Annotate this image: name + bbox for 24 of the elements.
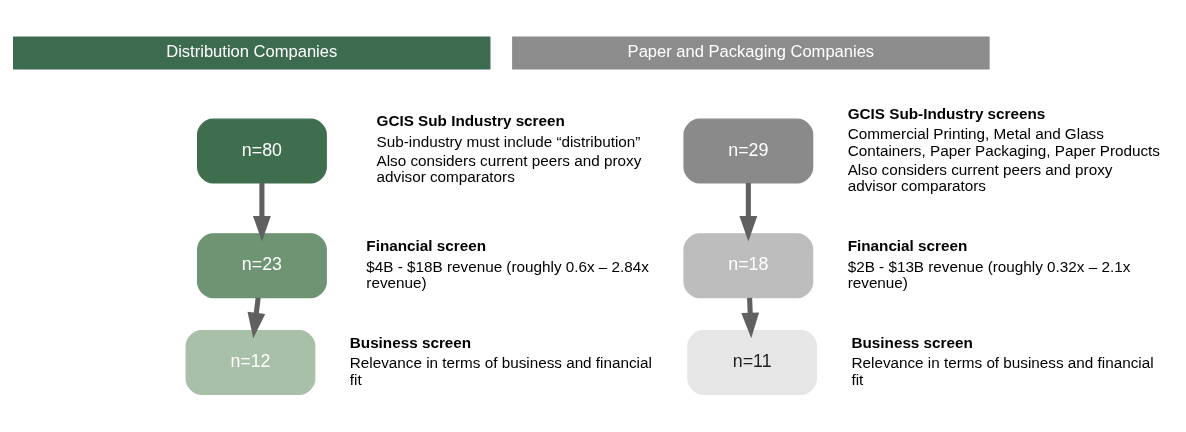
node-label: Financial screen [847,237,968,255]
node-box: n=23 [197,233,327,299]
node-label: Commercial Printing, Metal and Glass Containers, Paper Packaging, Paper Products [847,125,1160,159]
node-box: n=18 [683,233,814,299]
node-label: Relevance in terms of business and financial fit [349,354,652,388]
node-box: Distribution Companies [13,36,491,70]
node-box: n=29 [683,118,814,184]
node-label: Sub-industry must include “distribution” [376,132,641,150]
node-label: $2B - $13B revenue (roughly 0.32x – 2.1x revenue) [847,257,1131,292]
node-label: $4B - $18B revenue (roughly 0.6x – 2.84x revenue) [366,257,649,292]
arrow [739,182,758,242]
node-label: GCIS Sub Industry screen [376,112,565,130]
node-box: n=80 [197,118,327,184]
node-label: Also considers current peers and proxy advisor comparators [376,151,642,186]
node-label: Financial screen [366,237,486,255]
node-label: Relevance in terms of business and financial fit [851,354,1154,388]
node-label: Business screen [851,333,973,351]
node-label: Also considers current peers and proxy advisor comparators [847,160,1113,195]
arrow [253,182,271,242]
node-box: n=12 [185,329,316,395]
node-box: Paper and Packaging Companies [512,36,990,70]
node-label: GCIS Sub-Industry screens [847,104,1046,122]
node-label: Business screen [349,333,472,351]
node-box: n=11 [687,329,818,395]
